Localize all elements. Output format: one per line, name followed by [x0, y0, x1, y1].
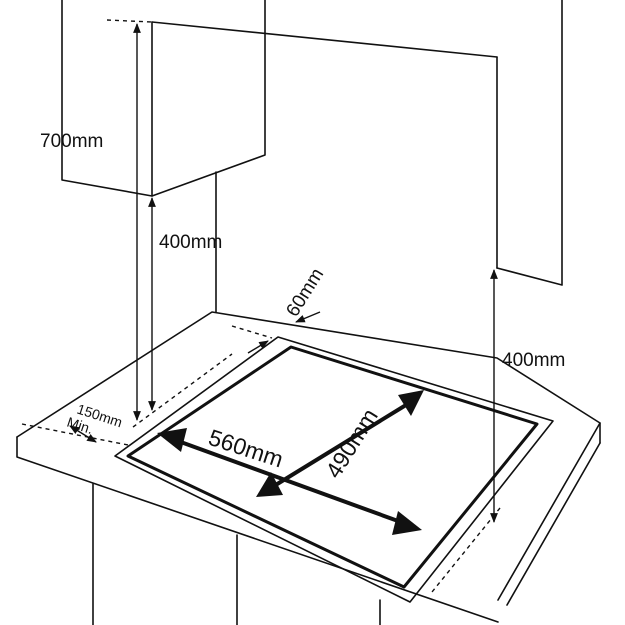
upper-cabinet-outline: [61, 0, 266, 197]
label-700mm: 700mm: [40, 131, 103, 152]
dashed-guide-back: [231, 325, 273, 339]
dashed-guide-front-margin: [21, 423, 129, 446]
dashed-guide-right: [431, 507, 501, 593]
label-400mm-left: 400mm: [159, 232, 222, 253]
hob-width-arrow: [157, 428, 422, 535]
cabinet-top-edge: [151, 21, 498, 58]
dashed-guide-top: [106, 19, 153, 23]
wall-right-cabinet: [496, 0, 563, 286]
label-400mm-right: 400mm: [502, 350, 565, 371]
hob-depth-arrow: [256, 390, 424, 497]
label-min: Min.: [65, 414, 95, 437]
countertop-side-lower: [506, 442, 601, 606]
dashed-guide-left: [132, 353, 233, 428]
dim-150-arrow: [69, 425, 97, 443]
label-60mm: 60mm: [282, 265, 328, 321]
hob-plate: [126, 345, 539, 589]
cutout-outline: [114, 336, 554, 603]
dim-60-arrow-lower: [247, 340, 269, 354]
label-490mm: 490mm: [320, 404, 383, 483]
dim-60-leader: [295, 311, 321, 323]
